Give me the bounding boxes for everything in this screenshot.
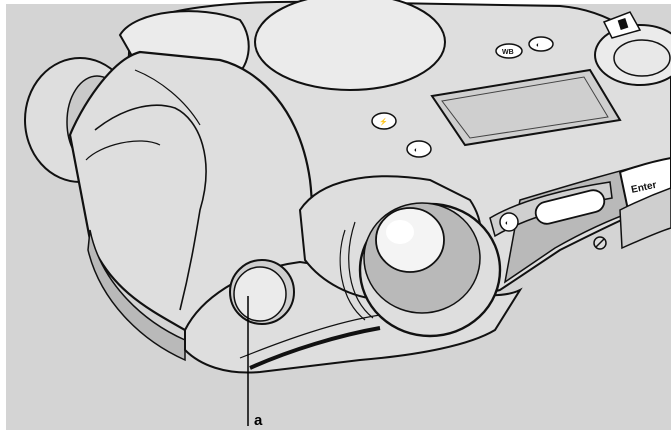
slider-knob[interactable] [533,188,606,226]
slider-control[interactable] [489,181,613,238]
callout-label: a [254,412,263,429]
wb-button[interactable]: WB [495,43,523,59]
viewfinder-eyepiece [298,175,502,338]
enter-button[interactable]: Enter [618,156,671,212]
lcd-panel-inner [441,76,609,139]
callout-a: a [247,296,263,429]
front-lens-window [229,259,295,325]
wb-button-label: WB [502,49,514,56]
lcd-panel [430,68,622,147]
small-button-1-icon: ◐ [536,42,540,49]
lens-slot [249,326,381,370]
screw-head [593,236,607,250]
front-side-panel [619,187,671,250]
small-button-4-icon: ◐ [505,220,509,227]
mode-dial-mark [617,18,629,30]
mode-dial-inner [613,39,671,77]
small-button-4[interactable]: ◐ [499,212,519,232]
small-button-2-icon: ⚡ [379,117,388,126]
small-button-3[interactable]: ◐ [406,140,432,158]
enter-button-label: Enter [630,180,657,196]
top-dome [254,0,446,91]
small-button-2[interactable]: ⚡ [371,112,397,130]
small-button-1[interactable]: ◐ [528,36,554,52]
small-button-3-icon: ◐ [414,147,418,154]
